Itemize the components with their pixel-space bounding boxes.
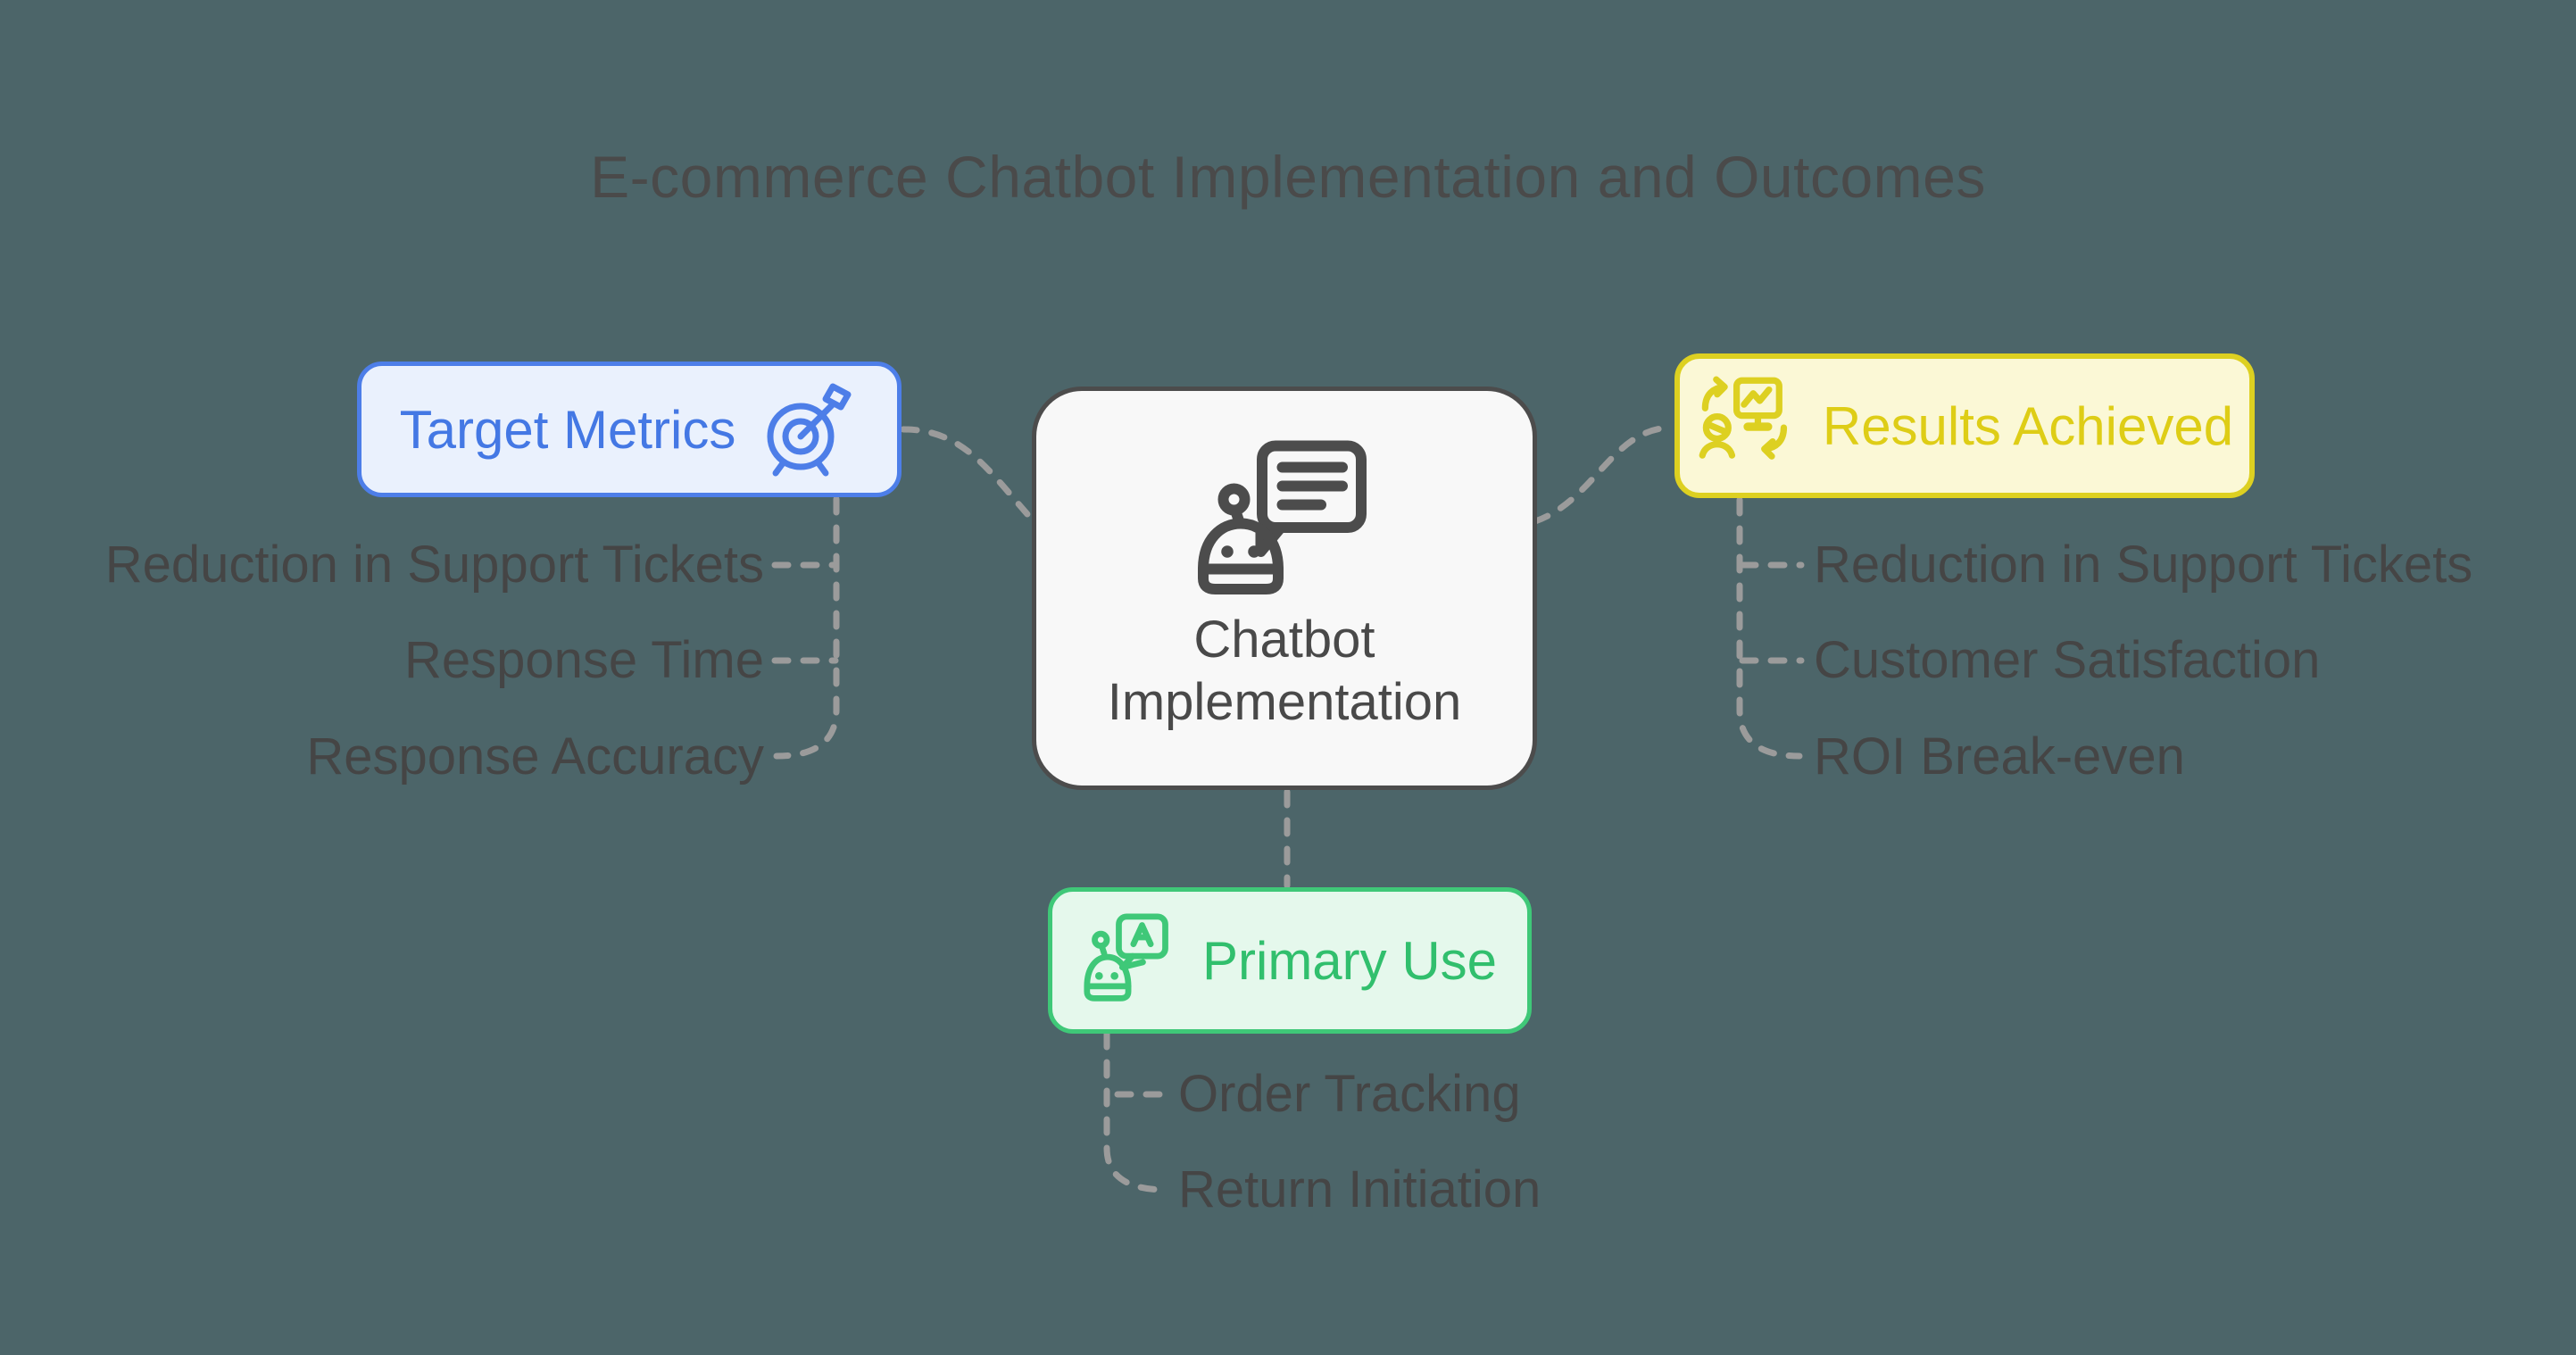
item-response-time: Response Time	[404, 631, 764, 689]
item-response-accuracy: Response Accuracy	[306, 727, 764, 786]
connector-results-items-spine	[1736, 496, 1803, 760]
diagram-title: E-commerce Chatbot Implementation and Ou…	[590, 144, 1986, 210]
branch-primary-label: Primary Use	[1201, 930, 1498, 991]
connector-root-to-results	[1532, 424, 1676, 525]
root-node-chatbot-implementation: Chatbot Implementation	[1032, 387, 1537, 790]
branch-node-target-metrics: Target Metrics	[357, 362, 902, 497]
branch-results-label: Results Achieved	[1822, 395, 2234, 456]
connector-target-items-spine	[773, 495, 840, 760]
branch-target-label: Target Metrics	[399, 399, 736, 460]
chatbot-speech-bubble-icon	[1197, 440, 1367, 594]
connector-target-to-root	[900, 426, 1037, 525]
root-label-line-1: Chatbot	[1193, 611, 1375, 669]
root-label-line-2: Implementation	[1107, 673, 1462, 731]
item-roi-break-even: ROI Break-even	[1814, 727, 2185, 786]
root-node-label: Chatbot Implementation	[1108, 609, 1462, 734]
person-presenting-chart-icon	[1699, 376, 1787, 460]
item-return-initiation: Return Initiation	[1178, 1160, 1541, 1218]
item-order-tracking: Order Tracking	[1178, 1065, 1521, 1123]
dartboard-arrow-icon	[767, 383, 852, 477]
branch-node-results-achieved: Results Achieved	[1674, 353, 2255, 498]
branch-node-primary-use: Primary Use	[1048, 887, 1532, 1034]
connector-primary-items-spine	[1103, 1030, 1170, 1193]
item-customer-satisfaction: Customer Satisfaction	[1814, 631, 2321, 689]
item-reduction-in-support-tickets-right: Reduction in Support Tickets	[1814, 536, 2473, 594]
chatbot-answer-bubble-icon	[1084, 913, 1168, 1002]
item-reduction-in-support-tickets-left: Reduction in Support Tickets	[104, 536, 764, 594]
